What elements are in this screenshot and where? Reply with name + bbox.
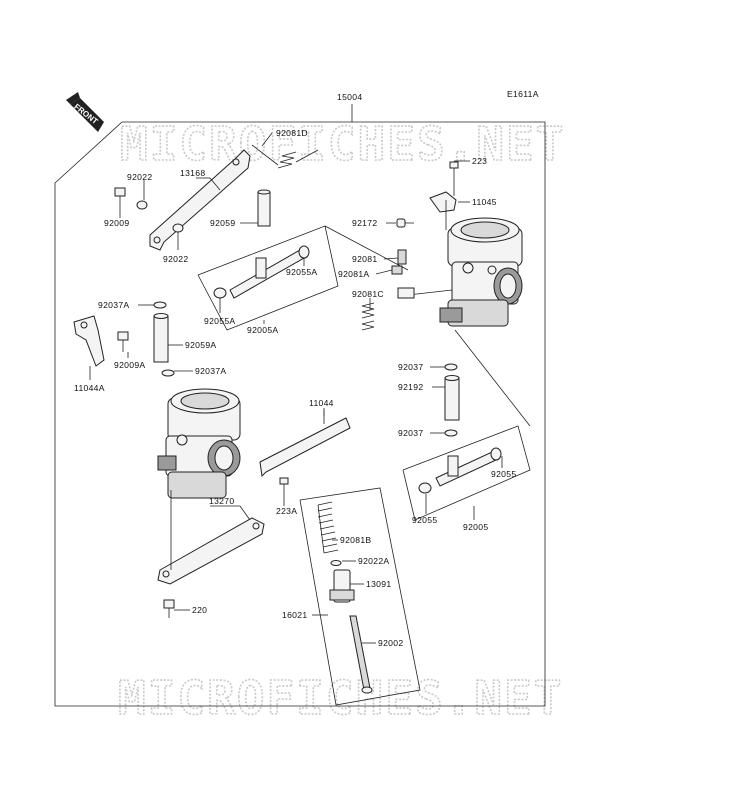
- part-label-92055-left: 92055: [412, 515, 437, 525]
- spring-92081: [391, 249, 407, 275]
- part-label-92022-low: 92022: [163, 254, 188, 264]
- collar-92059: [257, 189, 271, 227]
- part-label-92022a: 92022A: [358, 556, 389, 566]
- pipe-box-92005a: [197, 225, 339, 331]
- part-label-13168: 13168: [180, 168, 205, 178]
- carburetor-left: [157, 388, 241, 499]
- part-label-92081b: 92081B: [340, 535, 371, 545]
- washer-92022-low: [172, 223, 184, 233]
- part-label-92009: 92009: [104, 218, 129, 228]
- part-label-220: 220: [192, 605, 207, 615]
- part-label-92037-top: 92037: [398, 362, 423, 372]
- collar-92059a: [153, 313, 169, 363]
- part-label-92172: 92172: [352, 218, 377, 228]
- part-label-92081d: 92081D: [276, 128, 308, 138]
- part-label-11045: 11045: [472, 197, 497, 207]
- part-label-13270: 13270: [209, 496, 234, 506]
- washer-92022-top: [136, 200, 148, 210]
- screw-223a: [279, 477, 289, 500]
- part-label-92002: 92002: [378, 638, 403, 648]
- cable-92002: [349, 615, 373, 694]
- choke-bracket: [429, 191, 457, 230]
- part-label-11044a: 11044A: [74, 383, 105, 393]
- part-label-92055a-left: 92055A: [204, 316, 235, 326]
- spring-92081b: [317, 501, 339, 554]
- washer-92037a-low: [161, 369, 175, 377]
- screw-92009: [114, 187, 126, 208]
- front-arrow-icon: FRONT: [66, 92, 104, 132]
- screw-92009a: [117, 331, 129, 352]
- link-lever: [397, 287, 415, 299]
- part-label-11044: 11044: [309, 398, 334, 408]
- fuel-pipe-92005: [418, 447, 502, 494]
- part-label-92055a-right: 92055A: [286, 267, 317, 277]
- part-label-92059a: 92059A: [185, 340, 216, 350]
- part-label-92005: 92005: [463, 522, 488, 532]
- washer-92037-low: [444, 429, 458, 437]
- watermark-bottom: MICROFICHES.NET: [118, 671, 563, 725]
- plunger-13091: [329, 569, 355, 603]
- collar-92192: [444, 375, 460, 421]
- leader-lines: [89, 132, 503, 644]
- part-label-92081a: 92081A: [338, 269, 369, 279]
- screw-92172: [396, 218, 414, 228]
- part-label-92055-right: 92055: [491, 469, 516, 479]
- part-label-223a: 223A: [276, 506, 297, 516]
- part-label-92081c: 92081C: [352, 289, 384, 299]
- part-label-15004: 15004: [337, 92, 362, 102]
- part-label-92037a-low: 92037A: [195, 366, 226, 376]
- watermark-top: MICROFICHES.NET: [120, 117, 565, 171]
- washer-92037a-top: [153, 301, 167, 309]
- part-label-223: 223: [472, 156, 487, 166]
- carburetor-right: [439, 217, 523, 327]
- part-label-92081: 92081: [352, 254, 377, 264]
- bracket-11044: [259, 410, 351, 478]
- part-label-92192: 92192: [398, 382, 423, 392]
- part-label-92022-top: 92022: [127, 172, 152, 182]
- pipe-box-92005: [402, 425, 531, 521]
- diagram-code: E1611A: [507, 89, 539, 99]
- spring-92081c: [361, 302, 375, 331]
- part-label-92005a: 92005A: [247, 325, 278, 335]
- washer-92037-top: [444, 363, 458, 371]
- screw-223: [449, 161, 459, 196]
- screw-220: [163, 599, 175, 618]
- assembly-frame: [54, 104, 546, 707]
- part-label-92009a: 92009A: [114, 360, 145, 370]
- spring-92081d: [251, 144, 319, 169]
- part-label-13091: 13091: [366, 579, 391, 589]
- bracket-11044a: [73, 315, 105, 367]
- washer-92022a: [330, 560, 342, 566]
- part-label-92059: 92059: [210, 218, 235, 228]
- fuel-pipe-92005a: [213, 245, 310, 299]
- plate-13270: [157, 517, 265, 585]
- part-labels: 92081D 223 11045 92022 13168 92009 92022…: [74, 128, 516, 648]
- part-label-92037a-top: 92037A: [98, 300, 129, 310]
- part-label-16021: 16021: [282, 610, 307, 620]
- part-label-92037-low: 92037: [398, 428, 423, 438]
- plunger-box-16021: [299, 487, 421, 706]
